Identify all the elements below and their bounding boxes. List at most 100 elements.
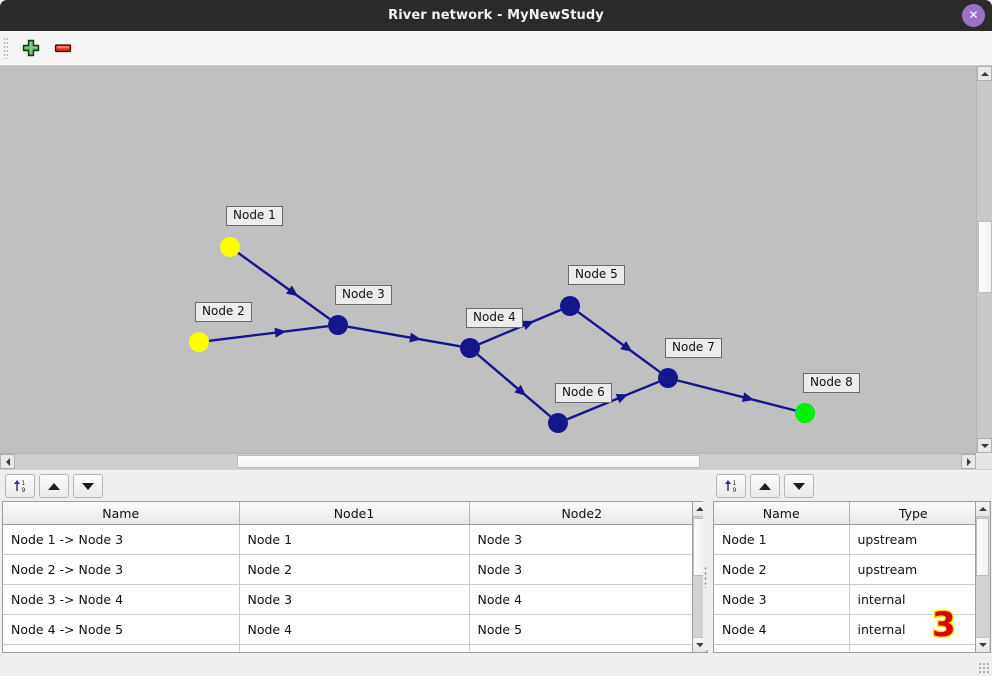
graph-node-node3[interactable] — [328, 315, 348, 335]
cell-name[interactable]: Node 2 -> Node 3 — [3, 554, 240, 585]
cell-name[interactable]: Node 2 — [714, 554, 850, 585]
column-header-name[interactable]: Name — [3, 502, 240, 525]
edges-group — [208, 251, 796, 421]
graph-node-node1[interactable] — [220, 237, 240, 257]
node-label-node5[interactable]: Node 5 — [568, 265, 625, 285]
nodes-move-up-button[interactable] — [750, 474, 780, 498]
cell-node1[interactable]: Node 4 — [239, 614, 470, 645]
cell-node1[interactable]: Node 2 — [239, 554, 470, 585]
cell-name[interactable]: Node 3 -> Node 4 — [3, 584, 240, 615]
node-label-node7[interactable]: Node 7 — [665, 338, 722, 358]
edge-node3-node4[interactable] — [347, 325, 461, 348]
cell-empty — [714, 644, 850, 652]
node-label-node8[interactable]: Node 8 — [803, 373, 860, 393]
edge-arrowhead — [615, 394, 629, 404]
edge-node1-node3[interactable] — [237, 251, 331, 321]
links-move-up-button[interactable] — [39, 474, 69, 498]
graph-node-node2[interactable] — [189, 332, 209, 352]
graph-node-node4[interactable] — [460, 338, 480, 358]
svg-text:1: 1 — [733, 480, 737, 487]
river-network-diagram[interactable]: Node 1 Node 2 Node 3 Node 4 Node 5 Node 6 Node… — [0, 66, 976, 453]
cell-type[interactable]: internal — [849, 614, 975, 645]
links-scroll-up-button[interactable] — [693, 502, 706, 517]
scroll-right-button[interactable] — [961, 454, 976, 469]
diagram-vertical-scroll-thumb[interactable] — [978, 221, 992, 293]
cell-node2[interactable]: Node 5 — [469, 614, 692, 645]
graph-node-node7[interactable] — [658, 368, 678, 388]
edge-arrowhead — [514, 384, 527, 396]
add-node-button[interactable] — [21, 38, 41, 58]
column-header-type[interactable]: Type — [849, 502, 975, 525]
scroll-up-button[interactable] — [977, 66, 992, 81]
links-sort-button[interactable]: 1 9 — [5, 474, 35, 498]
node-label-node2[interactable]: Node 2 — [195, 302, 252, 322]
edge-node4-node6[interactable] — [476, 353, 552, 418]
diagram-horizontal-scroll-thumb[interactable] — [237, 455, 700, 468]
cell-name[interactable]: Node 1 — [714, 524, 850, 555]
scroll-down-button[interactable] — [977, 438, 992, 453]
edge-arrowhead — [741, 392, 755, 403]
nodes-move-down-button[interactable] — [784, 474, 814, 498]
diagram-vertical-scrollbar[interactable] — [976, 66, 992, 453]
cell-type[interactable]: internal — [849, 584, 975, 615]
cell-node1[interactable]: Node 3 — [239, 584, 470, 615]
cell-node2[interactable]: Node 3 — [469, 524, 692, 555]
cell-node2[interactable]: Node 4 — [469, 584, 692, 615]
cell-name[interactable]: Node 4 -> Node 5 — [3, 614, 240, 645]
column-header-node1[interactable]: Node1 — [239, 502, 470, 525]
close-button[interactable]: ✕ — [962, 4, 985, 27]
edge-node5-node7[interactable] — [577, 310, 661, 374]
graph-node-node5[interactable] — [560, 296, 580, 316]
edge-node7-node8[interactable] — [677, 379, 796, 412]
triangle-up-icon — [48, 482, 60, 490]
links-move-down-button[interactable] — [73, 474, 103, 498]
nodes-scroll-up-button[interactable] — [976, 502, 989, 517]
nodes-group — [189, 237, 815, 433]
links-scroll-down-button[interactable] — [693, 637, 706, 652]
node-label-node6[interactable]: Node 6 — [555, 383, 612, 403]
triangle-down-icon — [695, 643, 704, 647]
nodes-scroll-down-button[interactable] — [976, 637, 989, 652]
toolbar-drag-handle[interactable] — [3, 37, 8, 59]
svg-text:9: 9 — [22, 487, 26, 494]
node-label-node4[interactable]: Node 4 — [466, 308, 523, 328]
edge-node6-node7[interactable] — [566, 380, 660, 421]
cell-type[interactable]: upstream — [849, 524, 975, 555]
cell-node1[interactable]: Node 1 — [239, 524, 470, 555]
scroll-left-button[interactable] — [0, 454, 15, 469]
nodes-scroll-thumb[interactable] — [976, 518, 989, 576]
graph-node-node6[interactable] — [548, 413, 568, 433]
graph-node-node8[interactable] — [795, 403, 815, 423]
nodes-table-scrollbar[interactable] — [976, 501, 991, 653]
cell-node2[interactable]: Node 3 — [469, 554, 692, 585]
cell-name[interactable]: Node 3 — [714, 584, 850, 615]
node-label-node1[interactable]: Node 1 — [226, 206, 283, 226]
edge-arrowhead — [286, 285, 299, 297]
nodes-sort-button[interactable]: 1 9 — [716, 474, 746, 498]
edge-node2-node3[interactable] — [208, 325, 329, 342]
window-resize-grip[interactable] — [978, 662, 990, 674]
triangle-down-icon — [82, 482, 94, 490]
remove-node-button[interactable] — [53, 38, 73, 58]
diagram-horizontal-scrollbar[interactable] — [0, 453, 992, 469]
cell-type[interactable]: upstream — [849, 554, 975, 585]
vertical-splitter[interactable] — [703, 500, 709, 650]
column-header-node2[interactable]: Node2 — [469, 502, 692, 525]
cell-empty — [239, 644, 470, 652]
cell-name[interactable]: Node 1 -> Node 3 — [3, 524, 240, 555]
node-label-node3[interactable]: Node 3 — [335, 285, 392, 305]
cell-name[interactable]: Node 4 — [714, 614, 850, 645]
column-header-name[interactable]: Name — [714, 502, 850, 525]
